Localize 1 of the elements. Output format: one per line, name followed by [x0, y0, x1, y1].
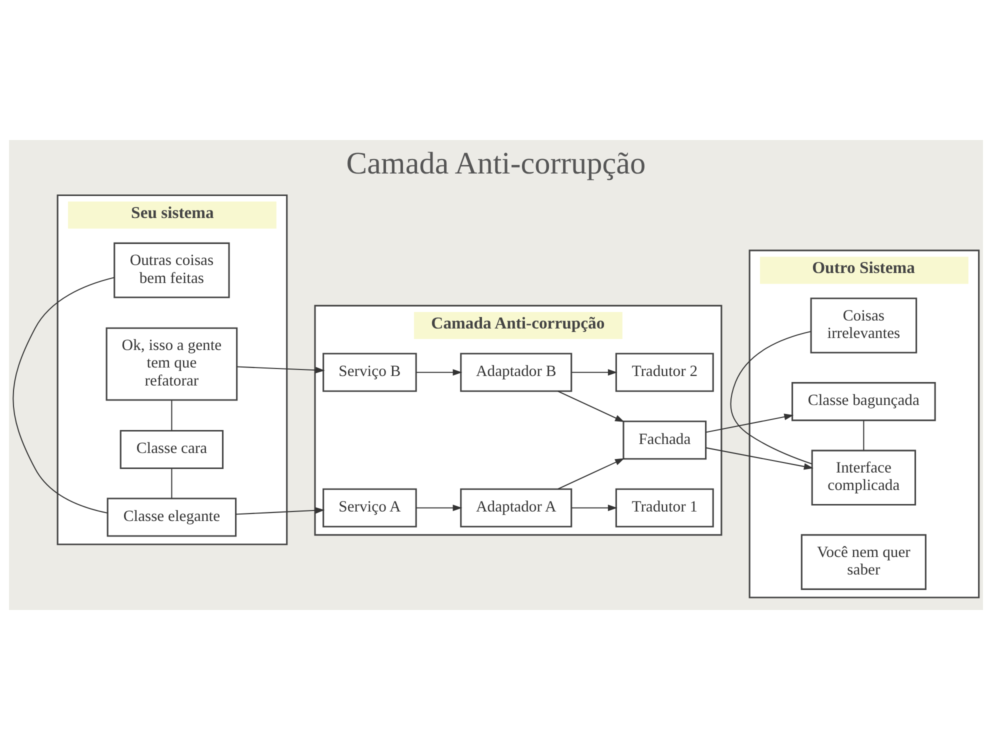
diagram-title: Camada Anti-corrupção — [346, 145, 646, 180]
